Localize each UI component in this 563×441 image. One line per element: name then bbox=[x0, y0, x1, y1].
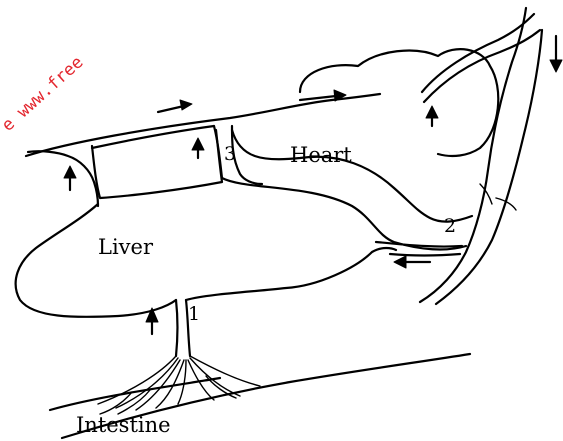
arrow-right-icon bbox=[158, 100, 192, 112]
liver-lower-outline bbox=[186, 248, 396, 300]
intestine-label: Intestine bbox=[76, 413, 171, 437]
watermark-text: e www.free bbox=[0, 52, 87, 135]
portal-rectangle bbox=[92, 130, 222, 198]
liver-label: Liver bbox=[98, 235, 154, 259]
arrow-left-icon bbox=[394, 256, 430, 268]
liver-right-outline bbox=[232, 130, 472, 222]
vessel-1-label: 1 bbox=[188, 303, 200, 325]
vessel-2-label: 2 bbox=[444, 215, 456, 237]
liver-outline bbox=[16, 178, 466, 317]
arrow-down-icon bbox=[550, 36, 562, 72]
arrow-up-icon bbox=[192, 138, 204, 158]
vessel-3-label: 3 bbox=[224, 143, 236, 165]
arrow-up-icon bbox=[64, 166, 76, 190]
heart-label: Heart bbox=[290, 143, 352, 167]
arrow-up-icon bbox=[426, 106, 438, 126]
flow-arrows bbox=[64, 36, 562, 334]
